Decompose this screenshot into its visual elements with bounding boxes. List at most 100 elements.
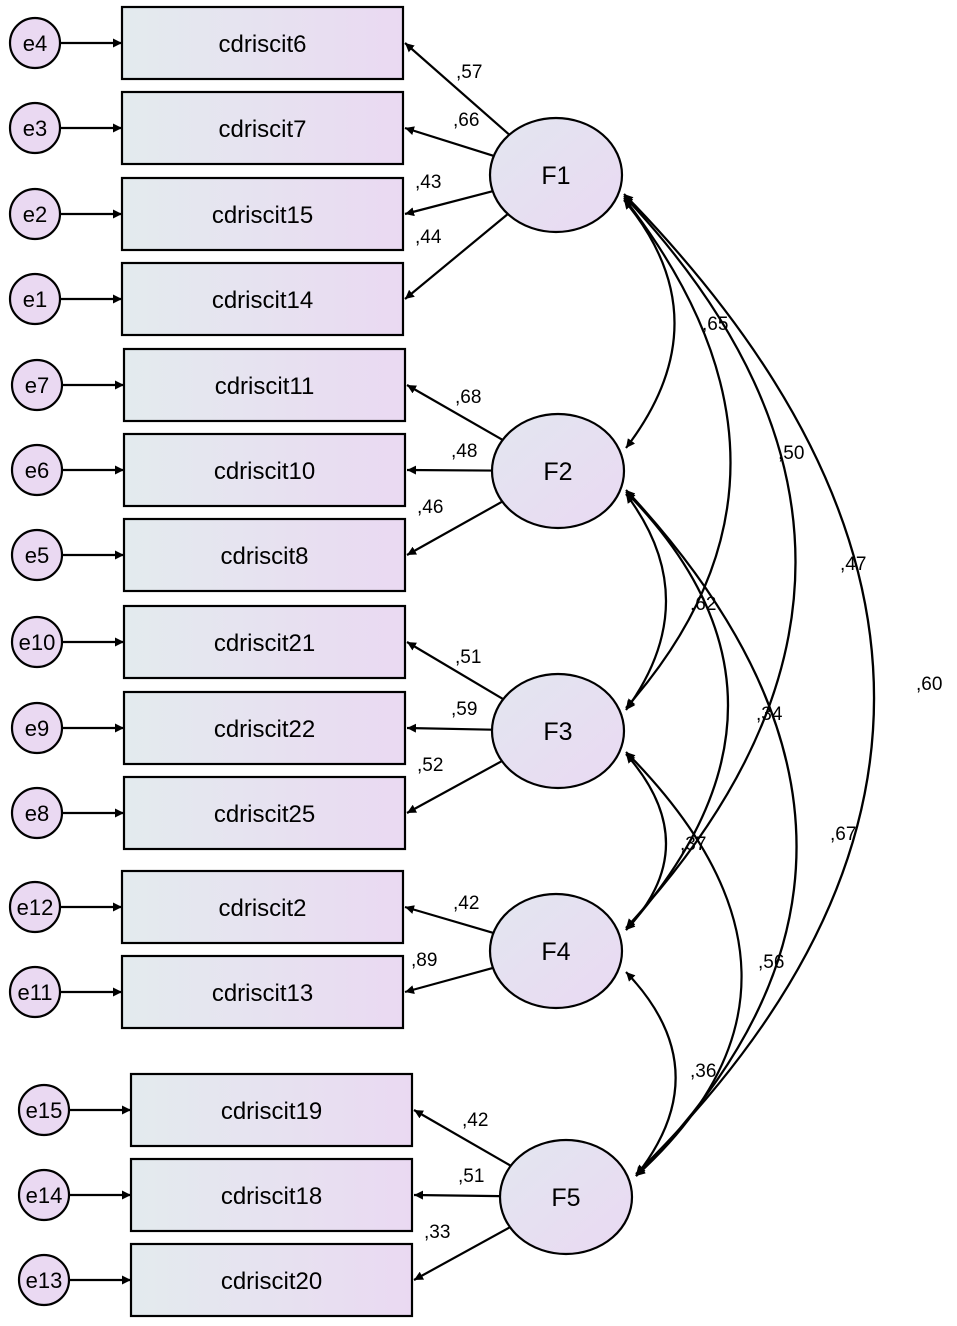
label-layer: ,65,50,47,60,62,34,67,37,56,36,57,66,43,…: [411, 62, 942, 1243]
indicator-box-cdriscit13: [120, 954, 405, 1030]
indicator-label: cdriscit13: [212, 980, 313, 1007]
error-node-e13: [17, 1253, 71, 1307]
indicator-box-cdriscit7: [120, 90, 405, 166]
indicator-box-cdriscit15: [120, 176, 405, 252]
error-label: e5: [25, 543, 49, 568]
error-node-e4: [8, 16, 62, 70]
error-node-e11: [8, 965, 62, 1019]
error-node-e10: [10, 615, 64, 669]
loading-arrow-cdriscit18: [413, 1190, 501, 1200]
covariance-arrow-f3-f4: [625, 753, 667, 931]
indicator-label: cdriscit7: [218, 116, 306, 143]
covariance-layer: [623, 193, 876, 1177]
loading-label-cdriscit13: ,89: [411, 950, 437, 971]
loading-label-cdriscit20: ,33: [424, 1222, 450, 1243]
error-node-e7: [10, 358, 64, 412]
indicator-box-cdriscit22: [122, 690, 407, 766]
indicator-box-cdriscit10: [122, 432, 407, 508]
indicator-label: cdriscit10: [214, 458, 315, 485]
loading-arrow-cdriscit15: [404, 190, 493, 217]
factor-node-f4: [488, 892, 624, 1010]
error-label: e10: [19, 630, 56, 655]
loading-arrow-cdriscit14: [404, 213, 509, 300]
error-node-e2: [8, 187, 62, 241]
error-label: e14: [26, 1183, 63, 1208]
covariance-label-f1-f5: ,60: [916, 674, 942, 695]
covariance-arrow-f1-f2: [623, 199, 676, 449]
loading-arrow-cdriscit6: [404, 42, 511, 136]
loading-label-cdriscit7: ,66: [453, 110, 479, 131]
indicator-box-cdriscit6: [120, 5, 405, 81]
indicator-label: cdriscit8: [220, 543, 308, 570]
error-label: e7: [25, 373, 49, 398]
loading-label-cdriscit10: ,48: [451, 441, 477, 462]
factor-node-f5: [498, 1138, 634, 1256]
covariance-arrow-f4-f5: [625, 971, 677, 1177]
error-label: e1: [23, 287, 47, 312]
loading-arrow-cdriscit7: [404, 126, 495, 157]
error-node-e15: [17, 1083, 71, 1137]
error-node-e6: [10, 443, 64, 497]
covariance-label-f2-f5: ,67: [830, 824, 856, 845]
error-node-e12: [8, 880, 62, 934]
indicator-label: cdriscit22: [214, 716, 315, 743]
indicator-label: cdriscit20: [221, 1268, 322, 1295]
error-label: e15: [26, 1098, 63, 1123]
indicator-box-cdriscit11: [122, 347, 407, 423]
factor-label: F4: [541, 938, 570, 966]
covariance-label-f4-f5: ,36: [690, 1061, 716, 1082]
error-label: e12: [17, 895, 54, 920]
indicator-label: cdriscit21: [214, 630, 315, 657]
covariance-label-f1-f4: ,47: [840, 554, 866, 575]
covariance-arrow-f2-f3: [625, 493, 668, 711]
loading-label-cdriscit15: ,43: [415, 172, 441, 193]
loading-arrow-cdriscit10: [406, 465, 493, 475]
error-node-e14: [17, 1168, 71, 1222]
error-label: e3: [23, 116, 47, 141]
indicator-box-cdriscit19: [129, 1072, 414, 1148]
indicator-label: cdriscit2: [218, 895, 306, 922]
error-node-e1: [8, 272, 62, 326]
covariance-arrow-f3-f5: [625, 751, 743, 1177]
indicator-box-cdriscit20: [129, 1242, 414, 1318]
error-label: e4: [23, 31, 47, 56]
factor-label: F3: [543, 718, 572, 746]
error-node-e3: [8, 101, 62, 155]
indicator-box-cdriscit8: [122, 517, 407, 593]
loading-label-cdriscit11: ,68: [455, 387, 481, 408]
covariance-label-f2-f3: ,62: [690, 594, 716, 615]
indicator-label: cdriscit14: [212, 287, 313, 314]
indicator-label: cdriscit25: [214, 801, 315, 828]
error-node-e8: [10, 786, 64, 840]
error-label: e13: [26, 1268, 63, 1293]
loading-label-cdriscit6: ,57: [456, 62, 482, 83]
loading-layer: [60, 38, 512, 1285]
loading-label-cdriscit2: ,42: [453, 893, 479, 914]
loading-label-cdriscit14: ,44: [415, 227, 442, 248]
loading-arrow-cdriscit20: [413, 1226, 511, 1281]
indicator-label: cdriscit18: [221, 1183, 322, 1210]
factor-node-f3: [490, 672, 626, 790]
loading-arrow-cdriscit22: [406, 723, 493, 733]
covariance-arrow-f2-f4: [625, 491, 730, 931]
loading-arrow-cdriscit13: [404, 966, 494, 994]
indicator-label: cdriscit11: [215, 373, 315, 400]
loading-arrow-cdriscit11: [406, 384, 504, 441]
loading-label-cdriscit8: ,46: [417, 497, 443, 518]
loading-label-cdriscit19: ,42: [462, 1110, 488, 1131]
error-label: e8: [25, 801, 49, 826]
covariance-label-f3-f4: ,37: [680, 834, 706, 855]
loading-arrow-cdriscit21: [406, 641, 504, 701]
covariance-arrow-f1-f3: [623, 197, 732, 709]
covariance-label-f3-f5: ,56: [758, 952, 784, 973]
error-label: e11: [17, 980, 52, 1005]
factor-node-f2: [490, 412, 626, 530]
error-node-e5: [10, 528, 64, 582]
loading-arrow-cdriscit2: [404, 905, 494, 935]
error-label: e9: [25, 716, 49, 741]
factor-label: F2: [543, 458, 572, 486]
loading-label-cdriscit22: ,59: [451, 699, 477, 720]
indicator-label: cdriscit19: [221, 1098, 322, 1125]
